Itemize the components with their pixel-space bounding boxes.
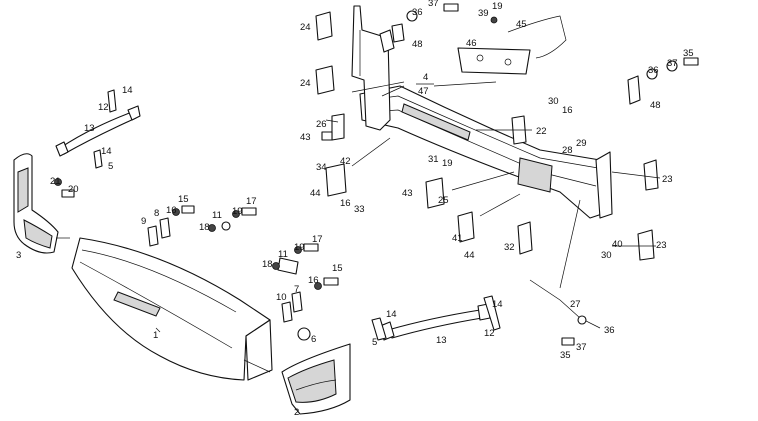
left-bumper-stay — [55, 89, 141, 169]
callout-3: 3 — [16, 250, 21, 261]
callout-35a: 35 — [683, 48, 694, 59]
callout-36b: 36 — [648, 65, 659, 76]
callout-12a: 12 — [98, 102, 109, 113]
callout-40: 40 — [612, 239, 623, 250]
bracket-42 — [325, 163, 347, 197]
callout-24a: 24 — [300, 22, 311, 33]
bracket-41 — [457, 211, 475, 243]
callout-1: 1 — [153, 330, 158, 341]
callout-28: 28 — [562, 145, 573, 156]
cable-27 — [529, 279, 601, 346]
callout-48a: 48 — [412, 39, 423, 50]
callout-16c: 16 — [340, 198, 351, 209]
callout-18b: 18 — [262, 259, 273, 270]
callout-4: 4 — [423, 72, 428, 83]
callout-2: 2 — [294, 407, 299, 418]
callout-17b: 17 — [312, 234, 323, 245]
callout-19c: 19 — [442, 158, 453, 169]
callout-labels: 1 2 3 5 5 6 7 8 9 10 11 11 12 12 13 13 1… — [16, 0, 694, 418]
callout-27: 27 — [570, 299, 581, 310]
callout-48b: 48 — [650, 100, 661, 111]
callout-22: 22 — [536, 126, 547, 137]
callout-43a: 43 — [300, 132, 311, 143]
callout-31: 31 — [428, 154, 439, 165]
callout-5a: 5 — [108, 161, 113, 172]
callout-12b: 12 — [484, 328, 495, 339]
callout-14c: 14 — [386, 309, 397, 320]
right-corner-cap — [281, 343, 351, 415]
callout-8: 8 — [154, 208, 159, 219]
bracket-23 — [637, 159, 659, 261]
callout-41: 41 — [452, 233, 463, 244]
callout-19d: 19 — [492, 1, 503, 12]
right-clip-48 — [627, 57, 699, 105]
callout-42: 42 — [340, 156, 351, 167]
callout-23b: 23 — [656, 240, 667, 251]
callout-18a: 18 — [199, 222, 210, 233]
callout-16a: 16 — [166, 205, 177, 216]
callout-26: 26 — [316, 119, 327, 130]
callout-46: 46 — [466, 38, 477, 49]
callout-13a: 13 — [84, 123, 95, 134]
callout-11b: 11 — [278, 249, 288, 260]
callout-11a: 11 — [212, 210, 222, 221]
top-clip — [379, 3, 459, 53]
callout-9: 9 — [141, 216, 146, 227]
callout-34: 34 — [316, 162, 327, 173]
callout-30a: 30 — [548, 96, 559, 107]
callout-20: 20 — [68, 184, 79, 195]
callout-44b: 44 — [464, 250, 475, 261]
callout-13b: 13 — [436, 335, 447, 346]
callout-37c: 37 — [576, 342, 587, 353]
callout-35b: 35 — [560, 350, 571, 361]
callout-15a: 15 — [178, 194, 189, 205]
callout-14b: 14 — [101, 146, 112, 157]
callout-14d: 14 — [492, 299, 503, 310]
callout-16d: 16 — [562, 105, 573, 116]
mounting-clips — [147, 217, 311, 341]
left-corner-cap — [13, 153, 70, 254]
callout-21: 21 — [50, 176, 61, 187]
callout-47: 47 — [418, 86, 429, 97]
callout-43b: 43 — [402, 188, 413, 199]
bracket-45 — [490, 15, 567, 59]
callout-16b: 16 — [308, 275, 319, 286]
callout-45: 45 — [516, 19, 527, 30]
callout-30b: 30 — [601, 250, 612, 261]
callout-7: 7 — [294, 284, 299, 295]
callout-25: 25 — [438, 195, 449, 206]
callout-39: 39 — [478, 8, 489, 19]
callout-36c: 36 — [604, 325, 615, 336]
callout-36a: 36 — [412, 7, 423, 18]
callout-24b: 24 — [300, 78, 311, 89]
callout-37b: 37 — [667, 58, 678, 69]
callout-6: 6 — [311, 334, 316, 345]
bracket-32 — [517, 221, 533, 255]
bracket-25 — [425, 177, 445, 209]
leader-lines — [155, 81, 661, 333]
callout-19a: 19 — [232, 206, 243, 217]
right-bumper-stay — [371, 295, 501, 341]
callout-37a: 37 — [428, 0, 439, 9]
callout-10: 10 — [276, 292, 287, 303]
callout-32: 32 — [504, 242, 515, 253]
callout-19b: 19 — [294, 242, 305, 253]
callout-23a: 23 — [662, 174, 673, 185]
callout-14a: 14 — [122, 85, 133, 96]
callout-15b: 15 — [332, 263, 343, 274]
bumper-fascia — [71, 237, 273, 381]
callout-44a: 44 — [310, 188, 321, 199]
callout-33: 33 — [354, 204, 365, 215]
bumper-beam — [359, 85, 613, 219]
plate-46 — [457, 47, 531, 75]
callout-5b: 5 — [372, 337, 377, 348]
callout-29: 29 — [576, 138, 587, 149]
callout-17a: 17 — [246, 196, 257, 207]
fastener-stacks — [54, 178, 339, 290]
